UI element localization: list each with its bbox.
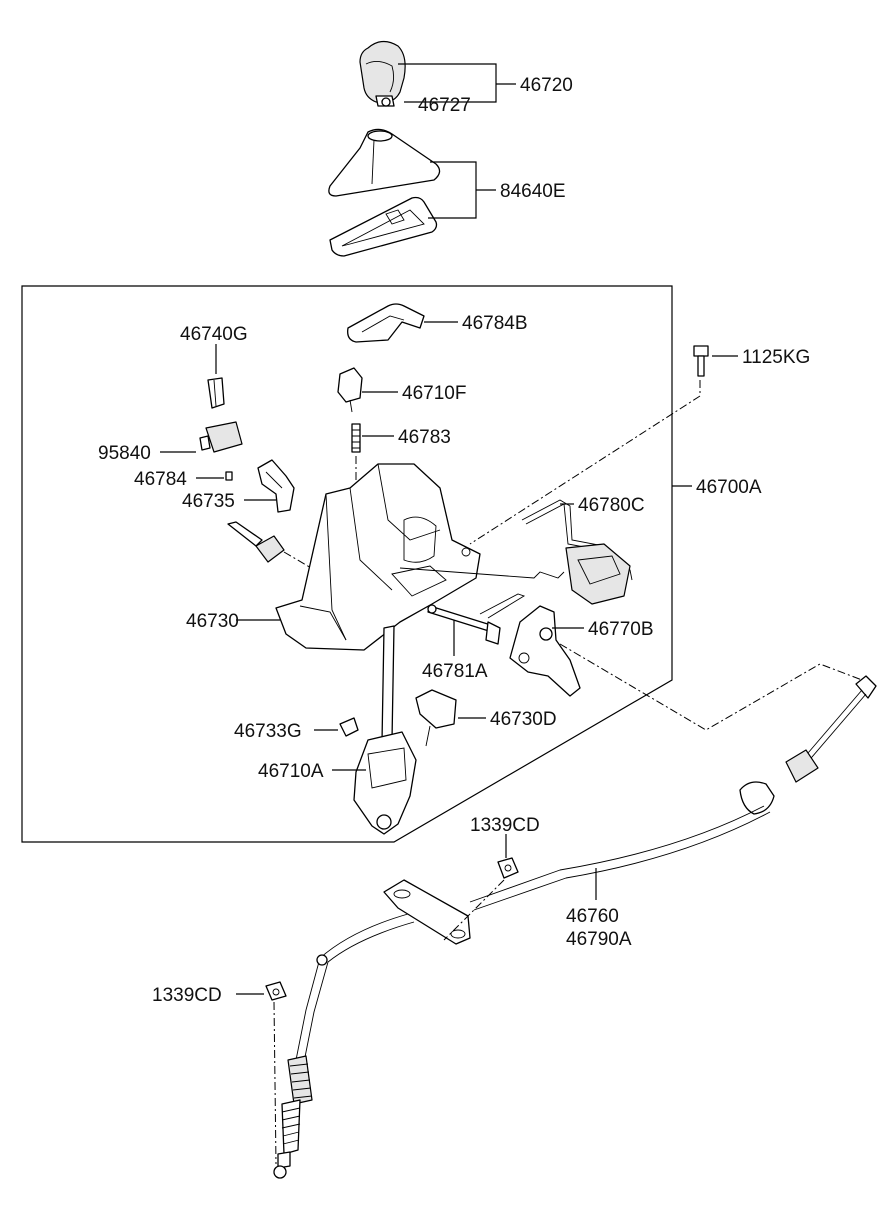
label-46780C: 46780C bbox=[578, 495, 645, 516]
label-46727: 46727 bbox=[418, 95, 471, 116]
pin-46740G-part bbox=[207, 377, 225, 409]
label-46790A: 46790A bbox=[566, 929, 632, 950]
label-46710A: 46710A bbox=[258, 761, 324, 782]
rod-46781A-part bbox=[427, 604, 501, 645]
knob-leader-lines bbox=[398, 63, 516, 103]
button-46710F-part bbox=[337, 367, 363, 413]
assembly-frame bbox=[21, 285, 673, 843]
indicator-46784B-part bbox=[347, 303, 425, 343]
label-84640E: 84640E bbox=[500, 181, 566, 202]
spring-46783-part bbox=[351, 423, 361, 453]
lock-solenoid-part bbox=[227, 521, 319, 573]
shift-lever-46710A-part bbox=[353, 625, 417, 835]
bracket-46730D-part bbox=[415, 689, 457, 747]
label-46781A: 46781A bbox=[422, 661, 488, 682]
label-46730D: 46730D bbox=[490, 709, 557, 730]
label-46784: 46784 bbox=[134, 469, 187, 490]
nut-1339CD-left-part bbox=[265, 981, 287, 1001]
lock-unit-46780C-part bbox=[399, 499, 633, 619]
label-46720: 46720 bbox=[520, 75, 573, 96]
label-46735: 46735 bbox=[182, 491, 235, 512]
label-46700A: 46700A bbox=[696, 477, 762, 498]
cable-dash-line bbox=[559, 643, 863, 731]
shift-knob-part bbox=[359, 40, 406, 107]
nut-left-dash-line bbox=[273, 1001, 277, 1165]
shift-boot-part bbox=[328, 128, 441, 197]
label-46770B: 46770B bbox=[588, 619, 654, 640]
bracket-46735-part bbox=[257, 459, 295, 513]
lever-46770B-part bbox=[509, 605, 581, 697]
label-46784B: 46784B bbox=[462, 313, 528, 334]
shift-cable-part bbox=[273, 675, 877, 1179]
label-1339CD-top: 1339CD bbox=[470, 815, 540, 836]
label-46740G: 46740G bbox=[180, 324, 248, 345]
label-46733G: 46733G bbox=[234, 721, 302, 742]
nut-1339CD-top-part bbox=[497, 857, 519, 879]
label-46783: 46783 bbox=[398, 427, 451, 448]
label-46730: 46730 bbox=[186, 611, 239, 632]
label-46760: 46760 bbox=[566, 906, 619, 927]
shift-bezel-part bbox=[329, 196, 438, 257]
bolt-dash-line bbox=[469, 380, 701, 545]
lever-housing-46730-part bbox=[275, 463, 481, 651]
clip-46733G-part bbox=[339, 717, 359, 737]
switch-95840-part bbox=[199, 421, 243, 453]
bolt-1125KG-part bbox=[693, 345, 709, 377]
label-1125KG: 1125KG bbox=[742, 347, 810, 368]
label-1339CD-left: 1339CD bbox=[152, 985, 222, 1006]
pin-46784-part bbox=[225, 471, 233, 481]
label-95840: 95840 bbox=[98, 443, 151, 464]
label-46710F: 46710F bbox=[402, 383, 466, 404]
nut-top-dash-line bbox=[443, 879, 505, 941]
